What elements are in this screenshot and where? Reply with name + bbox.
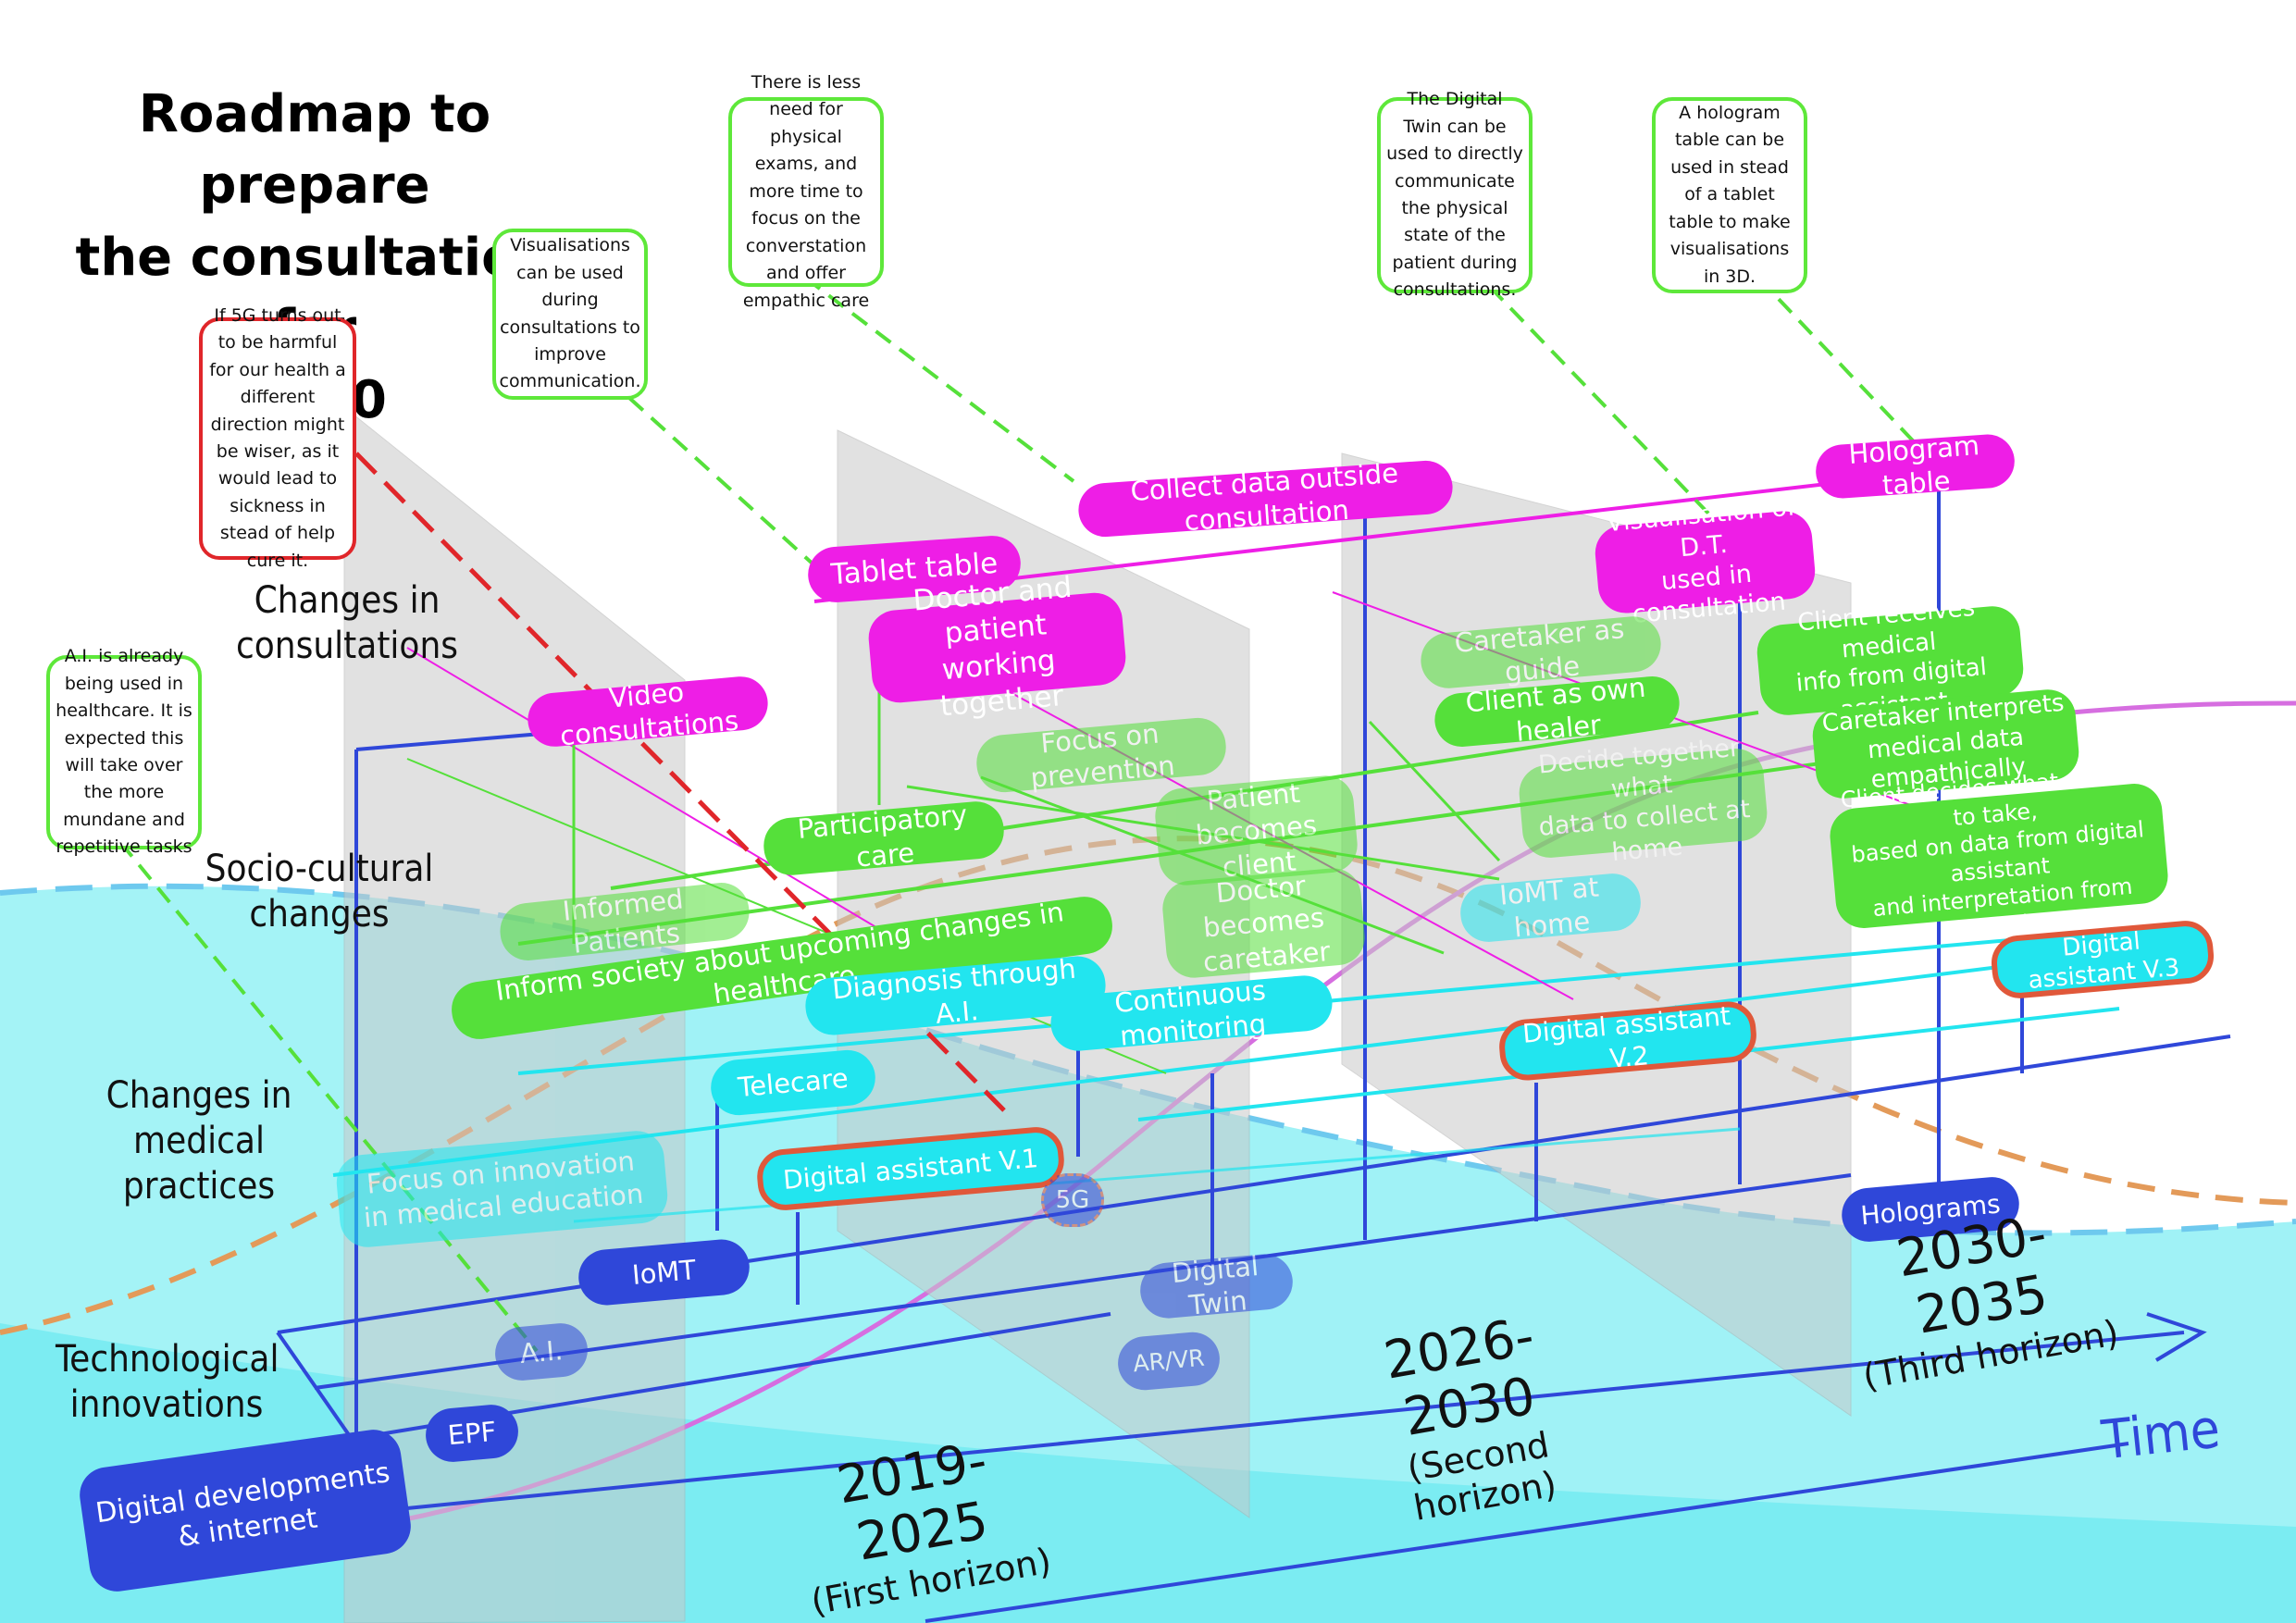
pill-digital-twin: Digital Twin (1137, 1250, 1296, 1321)
pill-client-decides: Client decides what actions to take, bas… (1828, 761, 2170, 943)
pill-hologram-table: Hologram table (1814, 429, 2017, 501)
note-ai: A.I. is already being used in healthcare… (46, 646, 202, 857)
pill-iomt-home: IoMT at home (1458, 871, 1644, 945)
pill-decide-together: Decide together what data to collect at … (1517, 733, 1769, 867)
note-physical-exams: There is less need for physical exams, a… (728, 72, 884, 311)
pill-doctor-patient-together: Doctor and patient working together (866, 570, 1128, 723)
pill-5g: 5G (1041, 1173, 1104, 1227)
note-digital-twin: The Digital Twin can be used to directly… (1377, 89, 1533, 300)
layer-label-technological: Technological innovations (56, 1338, 279, 1426)
pill-doctor-becomes-caretaker: Doctor becomes caretaker (1160, 865, 1368, 981)
layer-label-medical-practices: Changes in medical practices (105, 1074, 292, 1208)
pill-visualisation-dt: Visualisation of D.T. used in consultati… (1593, 492, 1818, 629)
layer-label-socio-cultural: Socio-cultural changes (205, 848, 434, 935)
note-5g-risk: If 5G turns out to be harmful for our he… (199, 305, 356, 571)
note-visualisations: Visualisations can be used during consul… (492, 229, 648, 400)
note-hologram: A hologram table can be used in stead of… (1652, 97, 1807, 293)
layer-label-consultations: Changes in consultations (236, 579, 458, 667)
time-axis-label: Time (2098, 1396, 2223, 1472)
pill-video-consultations: Video consultations (525, 674, 771, 751)
